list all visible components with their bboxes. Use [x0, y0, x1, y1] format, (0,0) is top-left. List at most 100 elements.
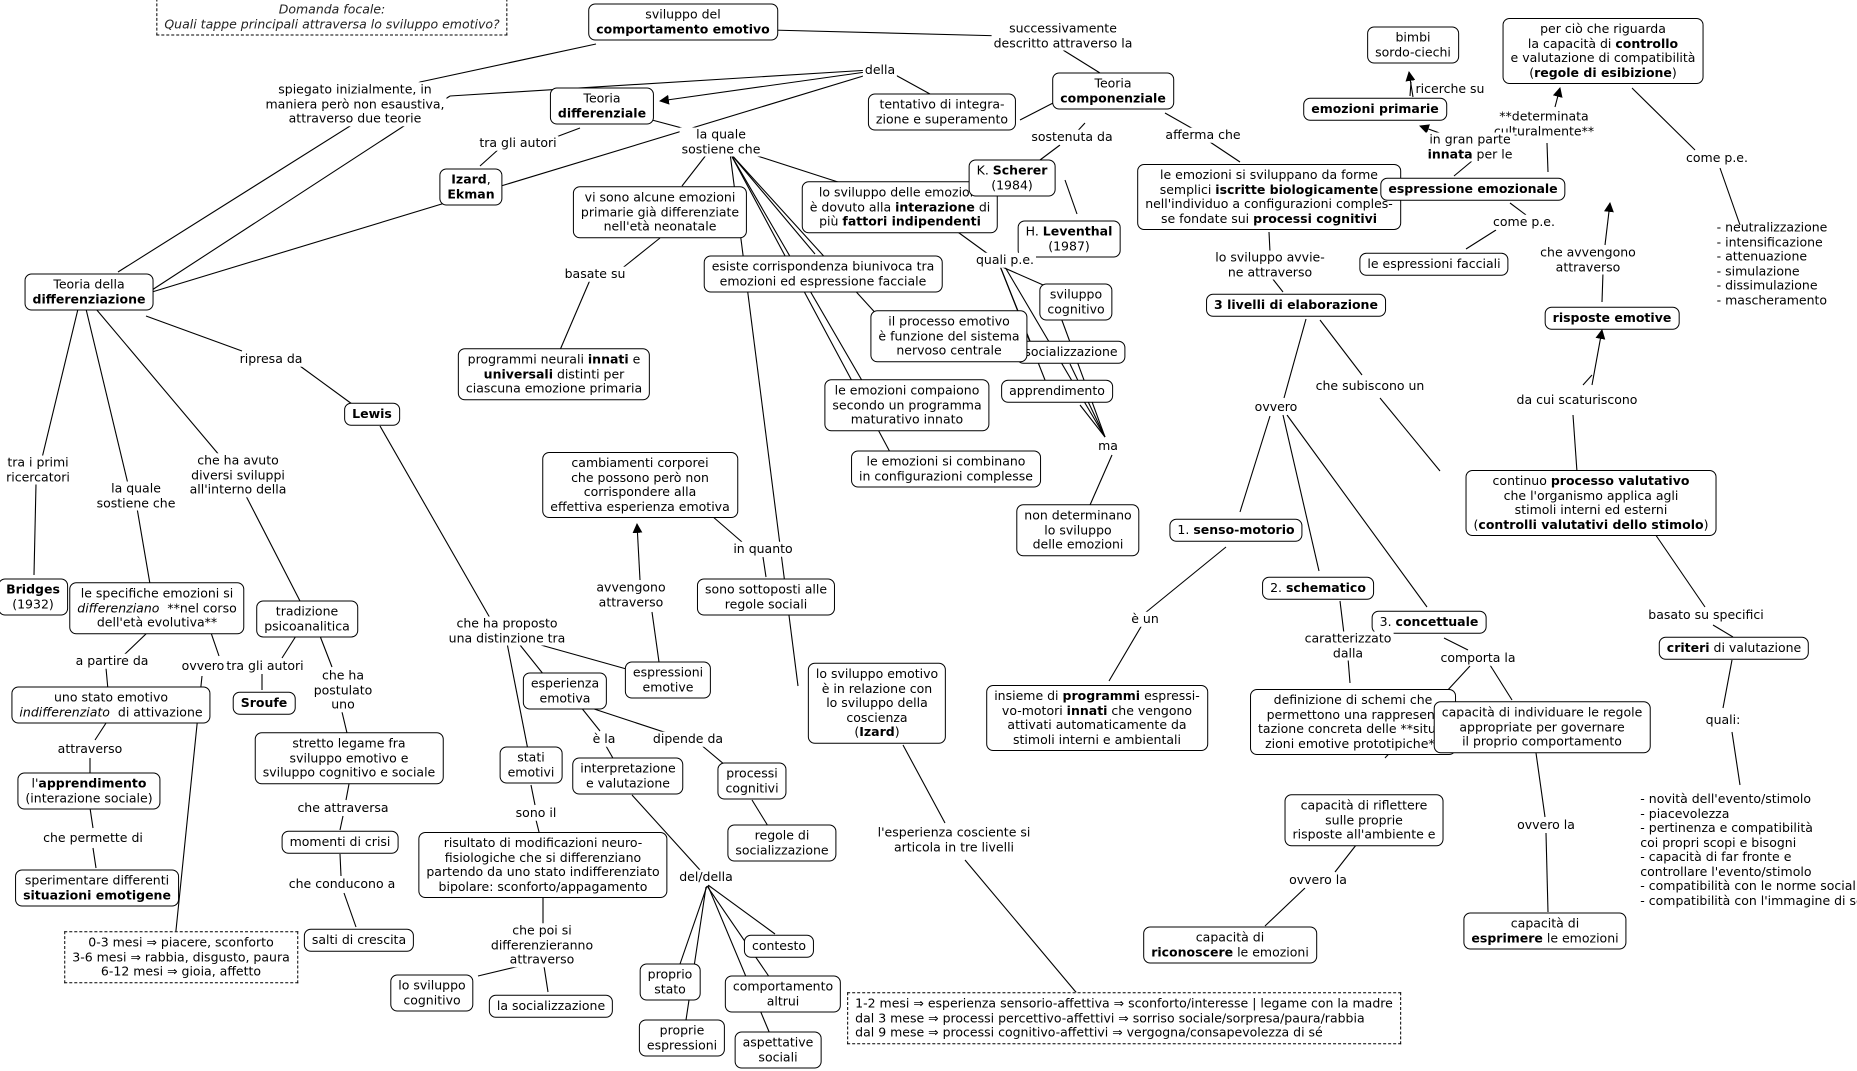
label-l-tra-autori: tra gli autori: [477, 134, 559, 151]
node-lewis[interactable]: Lewis: [344, 402, 400, 426]
node-momenti[interactable]: momenti di crisi: [281, 830, 399, 854]
label-l-che-attraversa: che attraversa: [295, 799, 391, 816]
label-l-ovvero-la1: ovvero la: [1515, 816, 1577, 833]
label-l-lo-svil-avv: lo sviluppo avvie-ne attraverso: [1213, 249, 1327, 280]
node-risultato[interactable]: risultato di modificazioni neuro-fisiolo…: [418, 832, 668, 898]
node-tentativo[interactable]: tentativo di integra-zione e superamento: [867, 93, 1017, 131]
label-l-che-permette: che permette di: [41, 829, 145, 846]
label-l-e-la: è la: [590, 730, 618, 747]
node-risposte[interactable]: risposte emotive: [1544, 306, 1680, 330]
label-l-quali: quali:: [1703, 711, 1743, 728]
node-concettuale[interactable]: 3. concettuale: [1371, 610, 1487, 634]
label-l-ovvero-la2: ovvero la: [1287, 871, 1349, 888]
label-l-ricerche: ricerche su: [1413, 80, 1487, 97]
node-scherer[interactable]: K. Scherer(1984): [968, 159, 1056, 197]
node-salti[interactable]: salti di crescita: [303, 928, 415, 952]
node-tre-livelli[interactable]: 3 livelli di elaborazione: [1206, 293, 1386, 317]
label-l-ovvero2: ovvero: [179, 657, 227, 674]
label-l-della: della: [862, 61, 898, 78]
node-fasi-box[interactable]: 1-2 mesi ⇒ esperienza sensorio-affettiva…: [847, 992, 1401, 1044]
node-focal[interactable]: Domanda focale:Quali tappe principali at…: [156, 0, 508, 36]
node-apprend[interactable]: apprendimento: [1001, 379, 1113, 403]
node-insieme[interactable]: insieme di programmi espressi-vo-motori …: [986, 685, 1208, 751]
list-list-neutr: - neutralizzazione- intensificazione- at…: [1716, 219, 1828, 307]
label-l-quali-pe: quali p.e.: [973, 251, 1037, 268]
node-sroufe[interactable]: Sroufe: [232, 691, 296, 715]
node-socializz[interactable]: socializzazione: [1016, 340, 1126, 364]
node-senso-mot[interactable]: 1. senso-motorio: [1169, 518, 1303, 542]
node-contesto[interactable]: contesto: [743, 934, 815, 958]
label-l-tra-autori2: tra gli autori: [224, 657, 306, 674]
label-l-sono-il: sono il: [513, 804, 559, 821]
node-la-socializz[interactable]: la socializzazione: [488, 994, 614, 1018]
label-l-in-quanto: in quanto: [731, 540, 795, 557]
node-criteri[interactable]: criteri di valutazione: [1658, 636, 1810, 660]
label-l-come-pe2: come p.e.: [1491, 213, 1557, 230]
node-apprend2[interactable]: l'apprendimento(interazione sociale): [17, 772, 161, 810]
node-leventhal[interactable]: H. Leventhal(1987): [1017, 220, 1121, 258]
label-l-del-della: del/della: [677, 868, 735, 885]
node-espr-emoz[interactable]: espressione emozionale: [1380, 177, 1566, 201]
node-bridges[interactable]: Bridges(1932): [0, 578, 68, 616]
label-l-basato: basato su specifici: [1646, 606, 1766, 623]
node-emoz-prim[interactable]: emozioni primarie: [1303, 97, 1447, 121]
node-schematico[interactable]: 2. schematico: [1262, 576, 1374, 600]
node-izard-ekman[interactable]: Izard,Ekman: [439, 168, 503, 206]
label-l-attraverso: attraverso: [55, 740, 125, 757]
list-list-criteri: - novità dell'evento/stimolo- piacevolez…: [1640, 791, 1857, 908]
node-espr-facc[interactable]: le espressioni facciali: [1359, 252, 1509, 276]
